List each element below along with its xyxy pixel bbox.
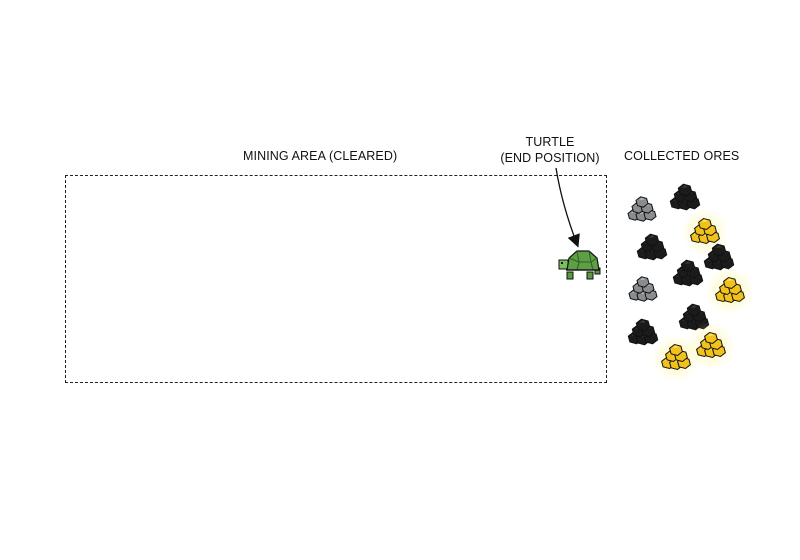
turtle-label-line2: (END POSITION): [500, 151, 600, 165]
coal-ore-pile: [678, 303, 710, 331]
mining-area-label: MINING AREA (CLEARED): [243, 149, 398, 163]
gold-ore-pile: [706, 267, 754, 315]
coal-ore-pile: [636, 233, 668, 261]
mining-area-outline: [65, 175, 607, 383]
coal-ore-pile: [627, 318, 659, 346]
turtle-label-line1: TURTLE: [525, 135, 575, 149]
coal-ore-pile: [669, 183, 701, 211]
gold-ore-pile: [687, 322, 735, 370]
turtle-label: TURTLE (END POSITION): [500, 134, 600, 166]
stone-ore-pile: [627, 196, 657, 222]
collected-ores-label: COLLECTED ORES: [624, 149, 740, 163]
coal-ore-pile: [672, 259, 704, 287]
collected-ores-group: [627, 183, 754, 382]
coal-ore-pile: [703, 243, 735, 271]
turtle-pointer-arrow: [555, 167, 580, 248]
turtle-icon: [558, 250, 601, 280]
gold-ore-pile: [652, 334, 700, 382]
stone-ore-pile: [628, 276, 658, 302]
gold-ore-pile: [681, 208, 729, 256]
